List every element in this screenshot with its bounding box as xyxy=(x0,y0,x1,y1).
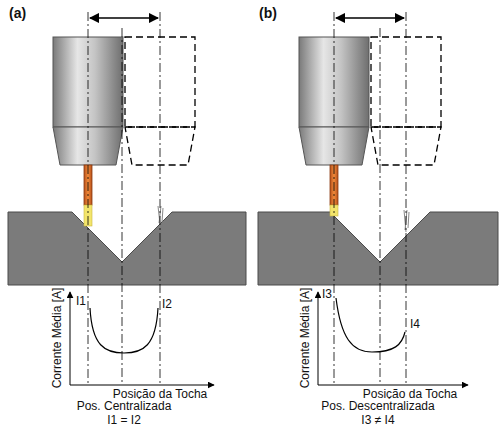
arc-outline xyxy=(404,210,409,232)
current-label: I3 xyxy=(321,287,333,301)
panel-label: (b) xyxy=(258,6,278,20)
current-label: I4 xyxy=(409,317,421,331)
x-axis xyxy=(318,385,468,386)
panel-label: (a) xyxy=(8,6,27,20)
caption-line: I1 = I2 xyxy=(106,413,142,427)
workpiece-plate xyxy=(258,212,498,285)
y-axis xyxy=(318,292,319,385)
current-label: I1 xyxy=(75,294,87,308)
arc-outline xyxy=(158,206,163,224)
axis-title: Corrente Média [A] xyxy=(298,287,312,390)
axis-lines xyxy=(334,12,406,384)
caption-line: Pos. Descentralizada xyxy=(320,399,435,413)
axis-lines xyxy=(88,12,160,384)
caption-line: Pos. Centralizada xyxy=(76,399,173,413)
x-axis xyxy=(70,385,214,386)
y-axis xyxy=(70,292,71,385)
caption-line: I3 ≠ I4 xyxy=(360,413,395,427)
current-curve xyxy=(90,308,158,353)
workpiece-plate xyxy=(8,212,246,285)
axis-title: Corrente Média [A] xyxy=(50,287,64,390)
current-label: I2 xyxy=(161,297,173,311)
current-curve xyxy=(336,298,405,352)
oscillation-arrow xyxy=(90,17,158,19)
panel-a xyxy=(8,12,246,385)
oscillation-arrow xyxy=(336,17,404,19)
panel-b xyxy=(258,12,498,385)
